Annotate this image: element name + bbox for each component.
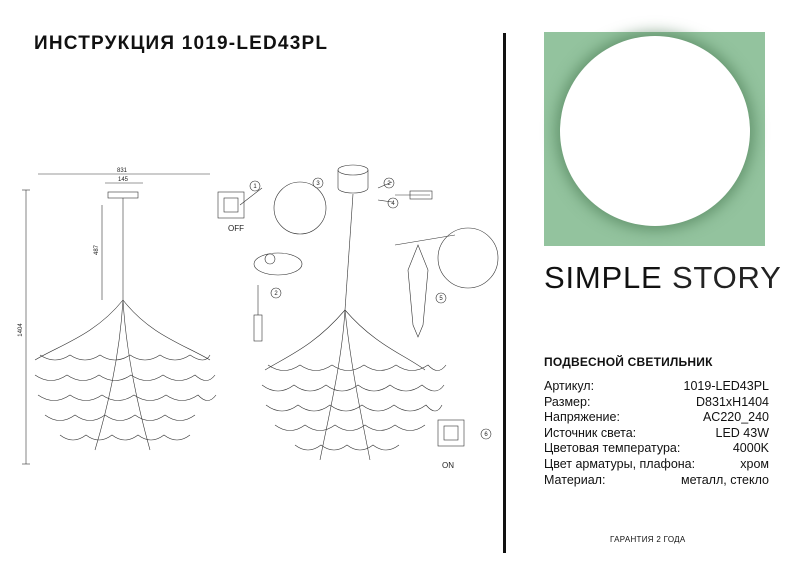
dim-width: 831 <box>117 168 128 174</box>
spec-value: хром <box>740 456 769 471</box>
dim-canopy: 145 <box>118 177 129 183</box>
warranty-note: ГАРАНТИЯ 2 ГОДА <box>610 535 686 544</box>
spec-value: AC220_240 <box>702 410 769 425</box>
logo-circle <box>560 36 750 226</box>
product-type: ПОДВЕСНОЙ СВЕТИЛЬНИК <box>544 355 713 369</box>
spec-row: Напряжение: AC220_240 <box>544 410 769 426</box>
dim-height: 1404 <box>18 323 24 337</box>
step-2: 2 <box>387 181 391 187</box>
brand-part-1: SIMPLE <box>544 260 663 295</box>
switch-off-label: OFF <box>228 224 244 233</box>
spec-row: Источник света: LED 43W <box>544 426 769 442</box>
spec-label: Материал: <box>544 472 606 487</box>
installation-drawings: 831 145 487 1404 1 2 3 4 5 6 2 OFF ON <box>18 164 499 470</box>
spec-row: Размер: D831xH1404 <box>544 395 769 411</box>
spec-label: Артикул: <box>544 379 595 393</box>
spec-row: Артикул: 1019-LED43PL <box>544 379 769 395</box>
spec-row: Цветовая температура: 4000K <box>544 441 769 457</box>
spec-label: Напряжение: <box>544 410 620 425</box>
brand-part-2: STORY <box>671 260 782 295</box>
step-5: 5 <box>439 296 443 302</box>
dim-chain: 487 <box>94 244 100 255</box>
spec-value: LED 43W <box>715 425 770 440</box>
spec-row: Цвет арматуры, плафона: хром <box>544 457 769 473</box>
spec-row: Материал: металл, стекло <box>544 473 769 489</box>
spec-value: 1019-LED43PL <box>683 379 769 393</box>
spec-value: 4000K <box>732 441 769 456</box>
brand-name: SIMPLE STORY <box>544 260 782 296</box>
spec-label: Размер: <box>544 394 591 409</box>
spec-label: Цветовая температура: <box>544 441 681 456</box>
document-title: ИНСТРУКЦИЯ 1019-LED43PL <box>34 33 329 54</box>
step-4: 4 <box>391 201 395 207</box>
vertical-divider <box>503 33 506 553</box>
spec-value: металл, стекло <box>681 472 769 487</box>
spec-label: Источник света: <box>544 425 637 440</box>
switch-on-label: ON <box>442 461 454 470</box>
step-6: 6 <box>484 432 488 438</box>
spec-table: Артикул: 1019-LED43PL Размер: D831xH1404… <box>544 379 769 488</box>
step-3: 3 <box>316 181 320 187</box>
step-1: 1 <box>253 184 257 190</box>
spec-value: D831xH1404 <box>696 394 769 409</box>
step-2b: 2 <box>274 291 278 297</box>
spec-label: Цвет арматуры, плафона: <box>544 456 696 471</box>
